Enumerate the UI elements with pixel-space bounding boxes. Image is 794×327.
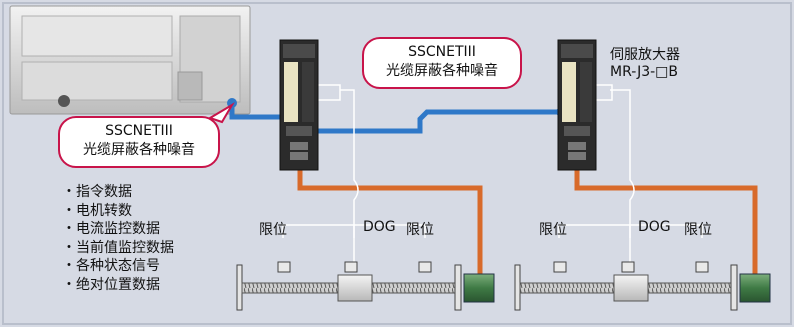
limit-label-left-2: 限位 xyxy=(406,222,434,238)
limit-label-right-1: 限位 xyxy=(539,222,567,238)
callout-top-line1: SSCNETIII xyxy=(408,44,476,60)
ball-screw-axis-1 xyxy=(236,261,495,311)
data-list-item: 当前值监控数据 xyxy=(62,239,174,258)
callout-left-line2: 光缆屏蔽各种噪音 xyxy=(83,142,195,158)
data-list-item: 电机转数 xyxy=(62,202,174,221)
callout-left-line1: SSCNETIII xyxy=(105,123,173,139)
amp-label-line1: 伺服放大器 xyxy=(610,47,680,63)
dog-label-left: DOG xyxy=(363,219,396,235)
data-list-item: 各种状态信号 xyxy=(62,257,174,276)
limit-label-left-1: 限位 xyxy=(259,222,287,238)
callout-left-pointer xyxy=(207,102,235,124)
plc-controller xyxy=(9,5,251,115)
callout-left: SSCNETIII 光缆屏蔽各种噪音 xyxy=(58,116,220,168)
limit-label-right-2: 限位 xyxy=(684,222,712,238)
dog-label-right: DOG xyxy=(638,219,671,235)
callout-top: SSCNETIII 光缆屏蔽各种噪音 xyxy=(362,37,522,89)
data-list: 指令数据 电机转数 电流监控数据 当前值监控数据 各种状态信号 绝对位置数据 xyxy=(62,183,174,294)
servo-amplifier-2 xyxy=(557,39,597,171)
servo-amplifier-1 xyxy=(279,39,319,171)
data-list-item: 电流监控数据 xyxy=(62,220,174,239)
amp-label-line2: MR-J3-□B xyxy=(610,64,678,80)
power-cable xyxy=(297,160,758,274)
optical-cable xyxy=(227,98,564,135)
ball-screw-axis-2 xyxy=(514,261,771,311)
data-list-item: 绝对位置数据 xyxy=(62,276,174,295)
data-list-item: 指令数据 xyxy=(62,183,174,202)
callout-top-line2: 光缆屏蔽各种噪音 xyxy=(386,63,498,79)
